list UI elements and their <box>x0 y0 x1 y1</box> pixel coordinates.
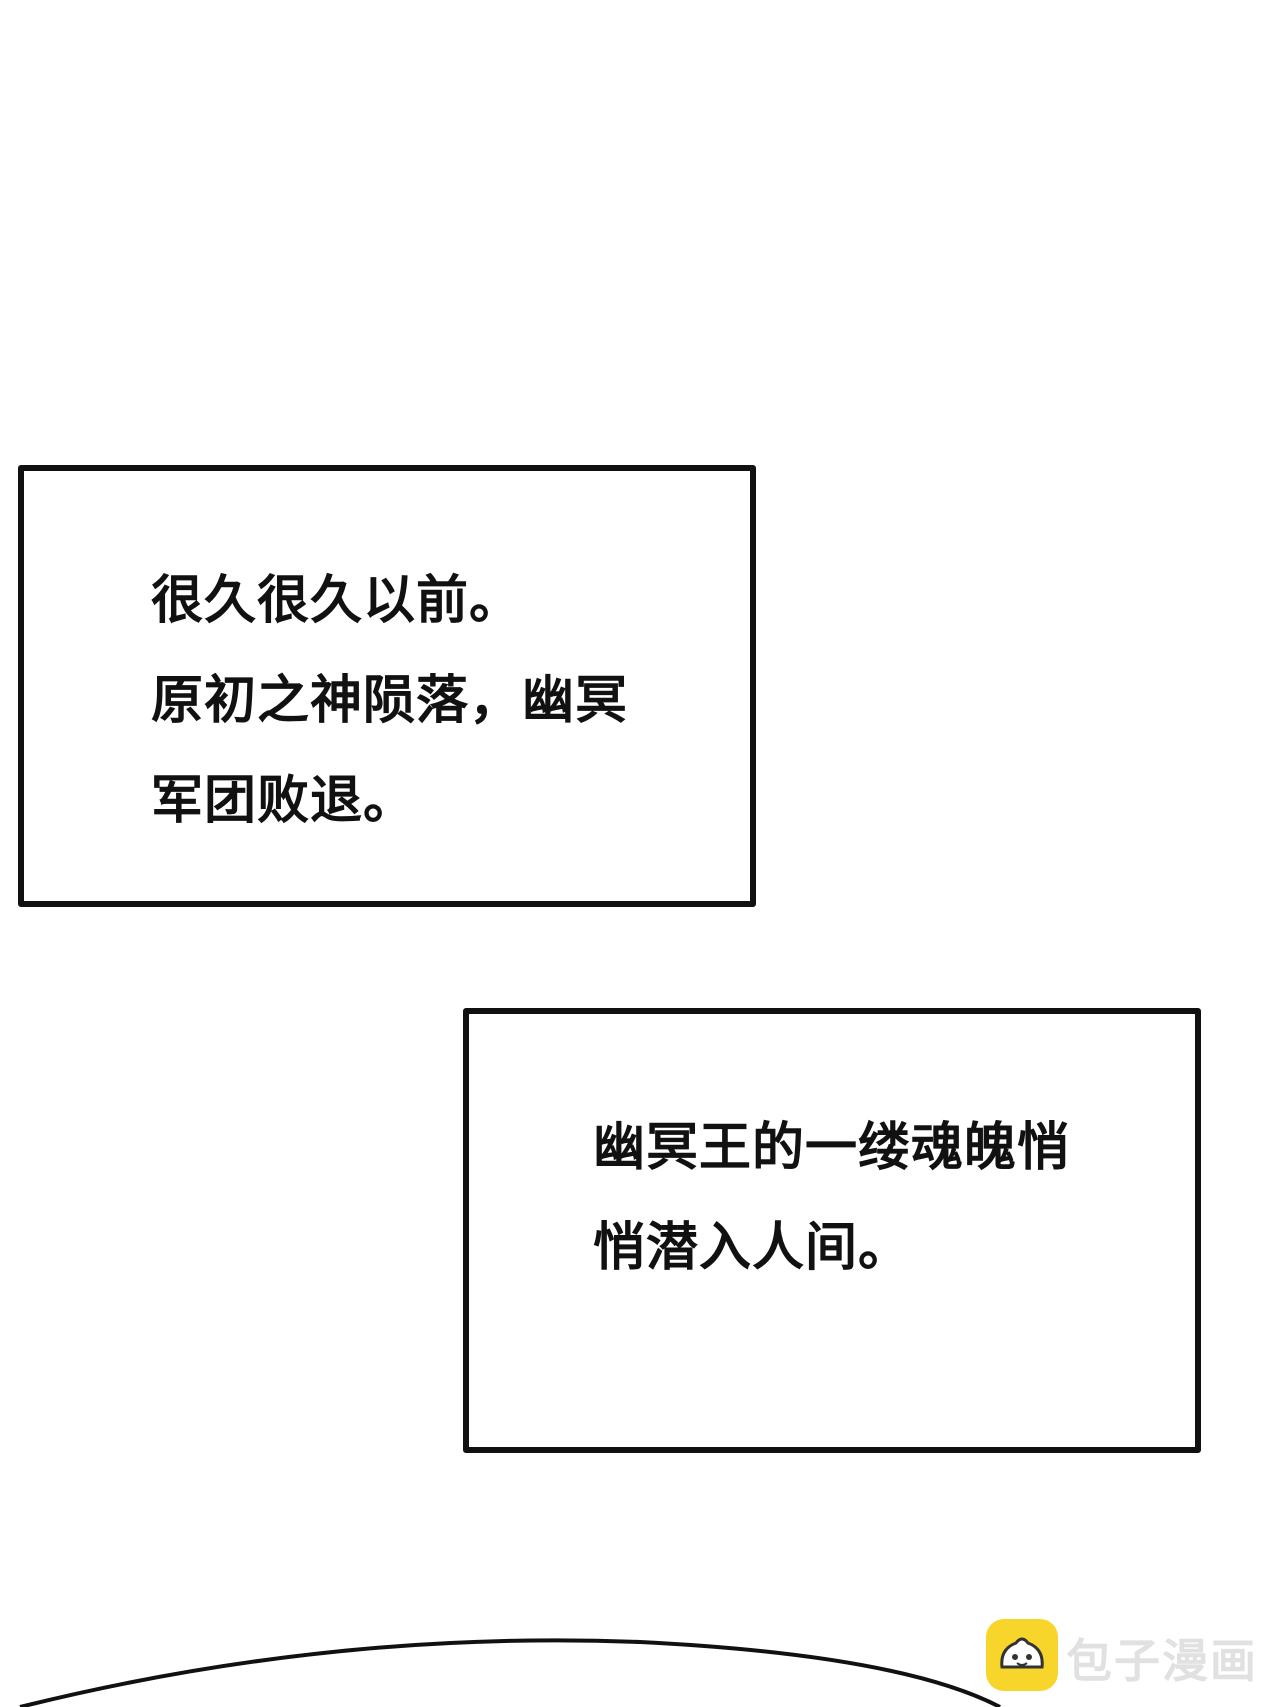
narration-box-1: 很久很久以前。 原初之神陨落，幽冥 军团败退。 <box>18 465 756 907</box>
watermark-text: 包子漫画 <box>1066 1634 1258 1688</box>
narration-line: 悄潜入人间。 <box>593 1218 912 1278</box>
watermark: 包子漫画 <box>984 1617 1256 1697</box>
narration-line: 幽冥王的一缕魂魄悄 <box>593 1118 1071 1178</box>
panel-arc-line <box>19 1638 1001 1707</box>
narration-line: 原初之神陨落，幽冥 <box>151 671 629 731</box>
narration-line: 军团败退。 <box>151 771 417 831</box>
bun-mascot-icon <box>986 1619 1058 1691</box>
narration-text-1: 很久很久以前。 原初之神陨落，幽冥 军团败退。 <box>151 551 628 851</box>
narration-line: 很久很久以前。 <box>151 571 523 631</box>
narration-box-2: 幽冥王的一缕魂魄悄 悄潜入人间。 <box>463 1008 1201 1453</box>
narration-text-2: 幽冥王的一缕魂魄悄 悄潜入人间。 <box>593 1098 1070 1298</box>
